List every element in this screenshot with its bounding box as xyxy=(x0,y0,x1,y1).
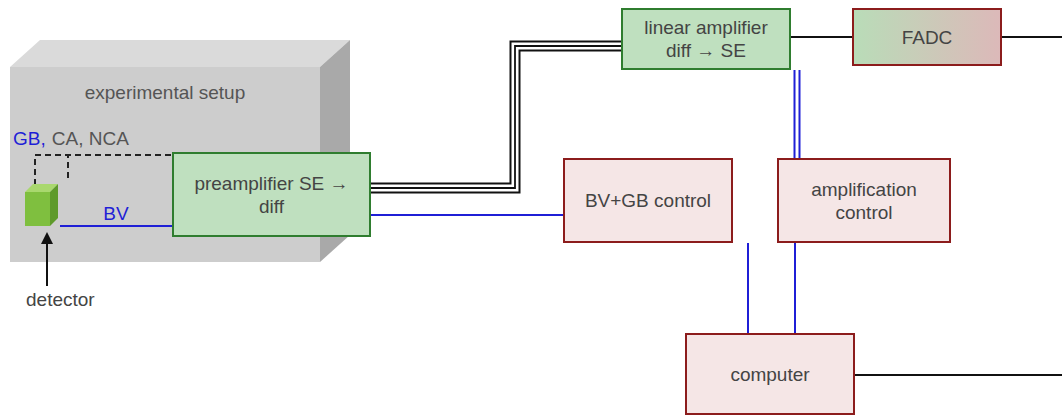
cube-front xyxy=(25,192,50,226)
signal-name: CA, NCA xyxy=(52,127,129,150)
box-label: computer xyxy=(730,363,809,386)
box-label: FADC xyxy=(902,26,953,49)
housing-top xyxy=(10,40,350,67)
wire-stroke xyxy=(794,243,796,333)
signal-wire xyxy=(797,70,798,158)
detector-label: detector xyxy=(26,288,95,311)
preamplifier-box: preamplifier SE → diff xyxy=(172,152,371,237)
leader-arrowhead xyxy=(41,232,53,244)
wire-stroke xyxy=(35,155,172,185)
signal-name: GB, xyxy=(13,127,46,150)
cube-side xyxy=(50,184,58,226)
signal-wire xyxy=(371,215,563,216)
detector-cube-drawing xyxy=(22,178,60,228)
leader-line xyxy=(46,242,48,286)
adc-box: FADC xyxy=(852,8,1002,66)
dashed-lead xyxy=(67,155,69,178)
wire-stroke xyxy=(794,70,801,158)
signal-wire xyxy=(748,243,749,333)
box-label: linear amplifier diff → SE xyxy=(631,16,781,62)
box-label: preamplifier SE → diff xyxy=(182,172,361,218)
wire-stroke xyxy=(60,225,172,227)
control-box: amplification control xyxy=(777,158,951,243)
signal-wire xyxy=(35,155,172,185)
wire-stroke xyxy=(796,70,799,158)
amplifier-box: linear amplifier diff → SE xyxy=(621,8,791,70)
wire-stroke xyxy=(371,214,563,216)
signal-wire xyxy=(791,37,852,38)
box-label: amplification control xyxy=(787,178,941,224)
control-box: BV+GB control xyxy=(563,158,733,243)
computer-box: computer xyxy=(685,333,855,415)
box-label: BV+GB control xyxy=(585,189,711,212)
detector-cube: detector xyxy=(22,178,60,228)
signal-wire xyxy=(60,226,172,227)
signal-wire xyxy=(795,243,796,333)
signal-name: BV xyxy=(103,202,128,225)
wire-stroke xyxy=(791,36,852,38)
housing-region: detectorpreamplifier SE → diffexperiment… xyxy=(10,67,320,262)
wire-stroke xyxy=(747,243,749,333)
region-title: experimental setup xyxy=(10,81,320,104)
